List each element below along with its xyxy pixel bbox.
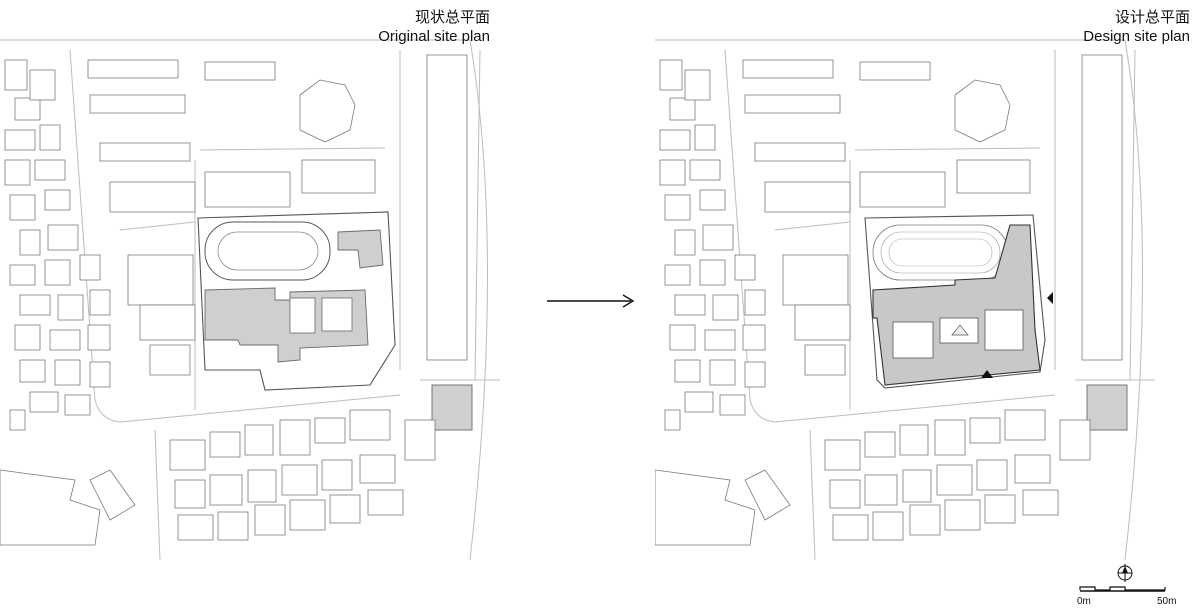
original-site-plan-drawing [0,39,500,560]
canal-strip [426,54,468,361]
road-edge [655,39,1143,560]
mid-blocks [782,254,851,376]
original-site-plan-panel: 现状总平面 Original site plan [0,0,520,560]
residential-slabs [87,59,376,213]
southern-blocks [0,409,436,546]
design-title-chinese: 设计总平面 [1114,8,1190,26]
road-edge [399,49,481,381]
entrance-marker-icon [1047,292,1053,304]
entrance-marker-icon [981,370,993,378]
road-edge [69,49,401,423]
scale-start-label: 0m [1077,596,1091,607]
dense-residential-blocks [4,59,111,431]
road-edge [154,379,500,560]
road-edge [0,39,488,560]
design-title-english: Design site plan [1083,28,1190,45]
original-title-english: Original site plan [378,28,490,45]
green-plot [431,384,473,431]
scale-bar: 0m 50m [1075,562,1195,607]
road-edge [809,379,1155,560]
new-school-design [864,214,1046,389]
dense-residential-blocks [659,59,766,431]
green-plot [1086,384,1128,431]
canal-strip [1081,54,1123,361]
residential-slabs [742,59,1031,213]
original-title-chinese: 现状总平面 [414,8,490,26]
southern-blocks [655,409,1091,546]
design-site-plan-panel: 设计总平面 Design site plan [655,0,1190,560]
right-arrow-icon [547,294,635,308]
scale-bar-graphic [1079,564,1166,592]
existing-school [197,211,396,391]
road-edge [1054,49,1136,381]
scale-end-label: 50m [1157,596,1177,607]
original-title-block: 现状总平面 Original site plan [378,8,490,46]
mid-blocks [127,254,196,376]
design-site-plan-drawing [655,39,1155,560]
north-arrow-icon [1117,564,1133,582]
road-edge [724,49,1056,423]
design-title-block: 设计总平面 Design site plan [1083,8,1190,46]
